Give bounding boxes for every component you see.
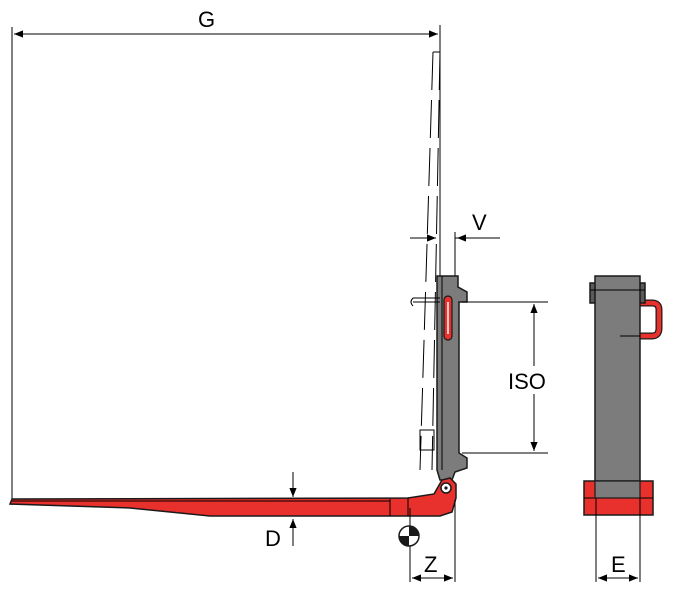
handle: [640, 299, 663, 340]
dimension-e: E: [598, 552, 638, 582]
label-e: E: [611, 552, 626, 577]
center-of-gravity-icon: [398, 525, 420, 547]
label-v: V: [472, 210, 487, 235]
label-g: G: [198, 7, 215, 32]
label-iso: ISO: [508, 369, 546, 394]
load-backrest-outline: [419, 51, 441, 471]
label-z: Z: [424, 552, 437, 577]
dimension-g: G: [11, 7, 441, 505]
dimension-v: V: [410, 210, 500, 276]
dimension-z: Z: [412, 552, 453, 582]
fork-blade: [8, 477, 457, 582]
fork-front-view: [583, 275, 663, 582]
fork-shank-side-view: [410, 275, 468, 481]
dimension-d: D: [265, 472, 297, 551]
label-d: D: [265, 526, 281, 551]
dimension-iso: ISO: [462, 301, 548, 454]
